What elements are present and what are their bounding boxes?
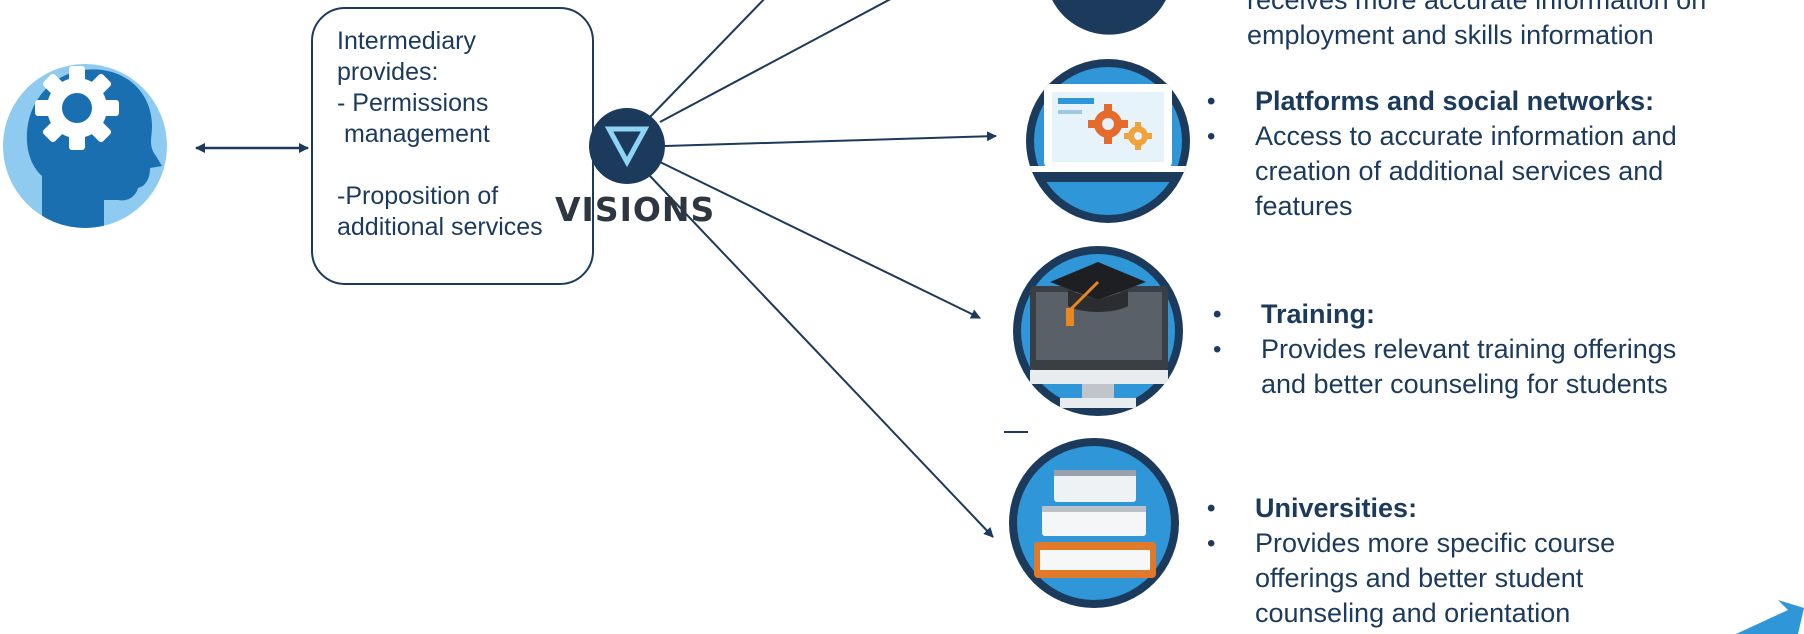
stakeholder-heading: Universities: — [1207, 491, 1767, 526]
visions-logo-icon — [589, 108, 665, 184]
graduation-cap-monitor-icon — [1013, 246, 1183, 416]
stakeholder-heading: Training: — [1213, 297, 1773, 332]
description-line: Provides more specific course — [1255, 528, 1616, 558]
stakeholder-universities: Universities: Provides more specific cou… — [1207, 491, 1767, 631]
description-line: and better counseling for students — [1261, 369, 1668, 399]
stakeholder-list: Universities: Provides more specific cou… — [1207, 491, 1767, 631]
intermediary-line: Intermediary — [337, 27, 476, 55]
connector-arrow-universities — [649, 175, 994, 538]
stakeholder-training: Training: Provides relevant training off… — [1213, 297, 1773, 402]
intermediary-line: management — [337, 120, 490, 148]
stakeholder-list: Training: Provides relevant training off… — [1213, 297, 1773, 402]
corner-arrow-icon — [1736, 600, 1804, 634]
stakeholder-description: Provides relevant training offerings and… — [1213, 332, 1773, 402]
description-line: offerings and better student — [1255, 563, 1584, 593]
description-line: Provides relevant training offerings — [1261, 334, 1677, 364]
description-line: Access to accurate information and — [1255, 121, 1677, 151]
top-partial-line: employment and skills information — [1247, 20, 1654, 50]
top-partial-text: receives more accurate information on em… — [1247, 0, 1706, 53]
stakeholder-list: Platforms and social networks: Access to… — [1207, 84, 1767, 224]
visions-wordmark: VISIONS — [555, 190, 716, 229]
connector-arrow-platforms — [664, 131, 997, 147]
top-partial-icon — [1052, 0, 1166, 35]
description-line: counseling and orientation — [1255, 598, 1571, 628]
intermediary-line — [337, 150, 597, 181]
connector-lines — [649, 0, 997, 538]
stakeholder-heading: Platforms and social networks: — [1207, 84, 1767, 119]
stacked-books-icon — [1009, 438, 1179, 608]
connector-line-top-1 — [649, 0, 765, 118]
intermediary-line: -Proposition of — [337, 182, 499, 210]
description-line: creation of additional services and — [1255, 156, 1664, 186]
connector-line-top-2 — [659, 0, 891, 123]
connector-arrow-training — [659, 161, 981, 319]
stakeholder-description: Access to accurate information and creat… — [1207, 119, 1767, 224]
laptop-gears-icon — [1026, 59, 1190, 223]
intermediary-line: - Permissions — [337, 89, 489, 117]
person-gear-head-icon — [3, 64, 167, 228]
description-line: features — [1255, 191, 1353, 221]
intermediary-line: additional services — [337, 213, 543, 241]
intermediary-box — [311, 7, 594, 285]
top-partial-line: receives more accurate information on — [1247, 0, 1707, 15]
stakeholder-description: Provides more specific course offerings … — [1207, 526, 1767, 631]
stakeholder-platforms: Platforms and social networks: Access to… — [1207, 84, 1767, 224]
intermediary-text: Intermediary provides: - Permissions man… — [337, 26, 597, 243]
intermediary-line: provides: — [337, 58, 439, 86]
